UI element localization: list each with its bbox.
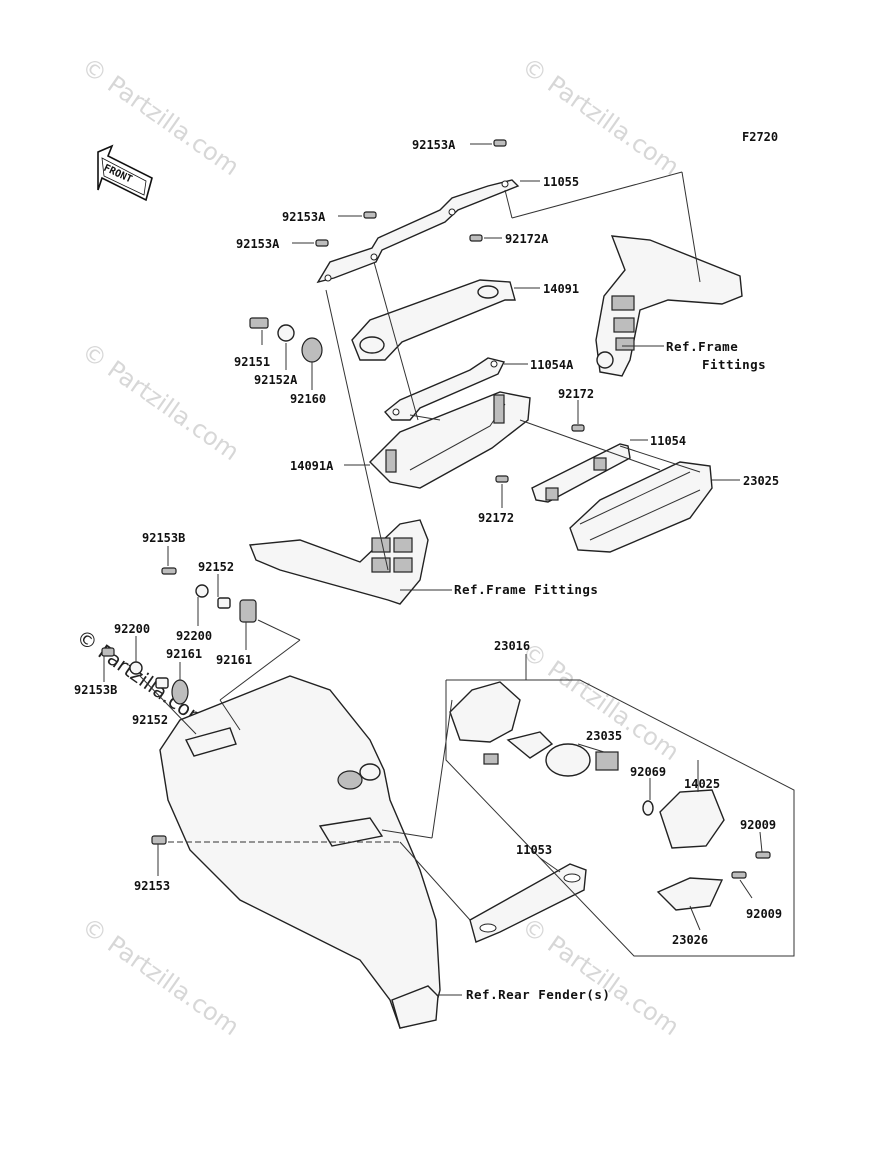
part-label: 92153A (412, 138, 456, 152)
part-label: 14091A (290, 459, 334, 473)
ref-rear-fender: Ref.Rear Fender(s) (466, 987, 610, 1002)
part-label: 23025 (743, 474, 779, 488)
part-label: 92172 (478, 511, 514, 525)
part-label: 23035 (586, 729, 622, 743)
part-label: 92161 (166, 647, 202, 661)
part-label: 92151 (234, 355, 270, 369)
part-11054-bracket (531, 443, 631, 503)
part-labels: 92153A 11055 92153A 92153A 92172A 14091 … (74, 138, 782, 947)
part-label: 11054 (650, 434, 686, 448)
part-label: 23026 (672, 933, 708, 947)
part-label: 14025 (684, 777, 720, 791)
part-label: 92160 (290, 392, 326, 406)
license-light-assembly (449, 681, 771, 911)
part-label: 92152A (254, 373, 298, 387)
part-label: 92009 (740, 818, 776, 832)
part-label: 92153A (282, 210, 326, 224)
part-23025-tail-lens (569, 461, 713, 553)
part-label: 92200 (176, 629, 212, 643)
part-label: 92200 (114, 622, 150, 636)
fasteners (101, 139, 585, 845)
ref-frame-fittings-left: Ref.Frame Fittings (454, 582, 598, 597)
part-14091A-lens-housing (369, 391, 531, 489)
left-frame-fitting (249, 519, 429, 605)
watermark: © Partzilla.com (77, 337, 245, 466)
part-label: 92152 (198, 560, 234, 574)
part-label: 11053 (516, 843, 552, 857)
part-11053-plate-bracket (469, 863, 587, 943)
part-label: 11054A (530, 358, 574, 372)
part-label: 92161 (216, 653, 252, 667)
part-label: 92152 (132, 713, 168, 727)
part-label: 92153A (236, 237, 280, 251)
part-label: 92069 (630, 765, 666, 779)
part-label: 92172A (505, 232, 549, 246)
rear-fender (159, 675, 441, 1029)
watermark: © Partzilla.com (517, 912, 685, 1041)
part-label: 11055 (543, 175, 579, 189)
part-14091-cover (351, 279, 516, 361)
part-label: 92153B (142, 531, 185, 545)
part-11054A-bracket (383, 357, 506, 421)
part-label: 92153 (134, 879, 170, 893)
part-label: 92172 (558, 387, 594, 401)
part-label: 23016 (494, 639, 530, 653)
ref-frame-fittings-right: Ref.Frame (666, 339, 738, 354)
front-arrow-icon: FRONT (97, 144, 153, 202)
right-frame-fitting (595, 235, 743, 377)
ref-frame-fittings-right-line2: Fittings (702, 357, 766, 372)
part-label: 14091 (543, 282, 579, 296)
watermark: © Partzilla.com (77, 912, 245, 1041)
watermark: © Partzilla.com (517, 52, 685, 181)
part-11055-bracket (316, 179, 520, 284)
leader-lines (103, 143, 795, 996)
part-label: 92153B (74, 683, 117, 697)
figure-code: F2720 (742, 130, 778, 144)
reference-labels: Ref.Frame Fittings Ref.Frame Fittings Re… (454, 339, 766, 1002)
part-label: 92009 (746, 907, 782, 921)
